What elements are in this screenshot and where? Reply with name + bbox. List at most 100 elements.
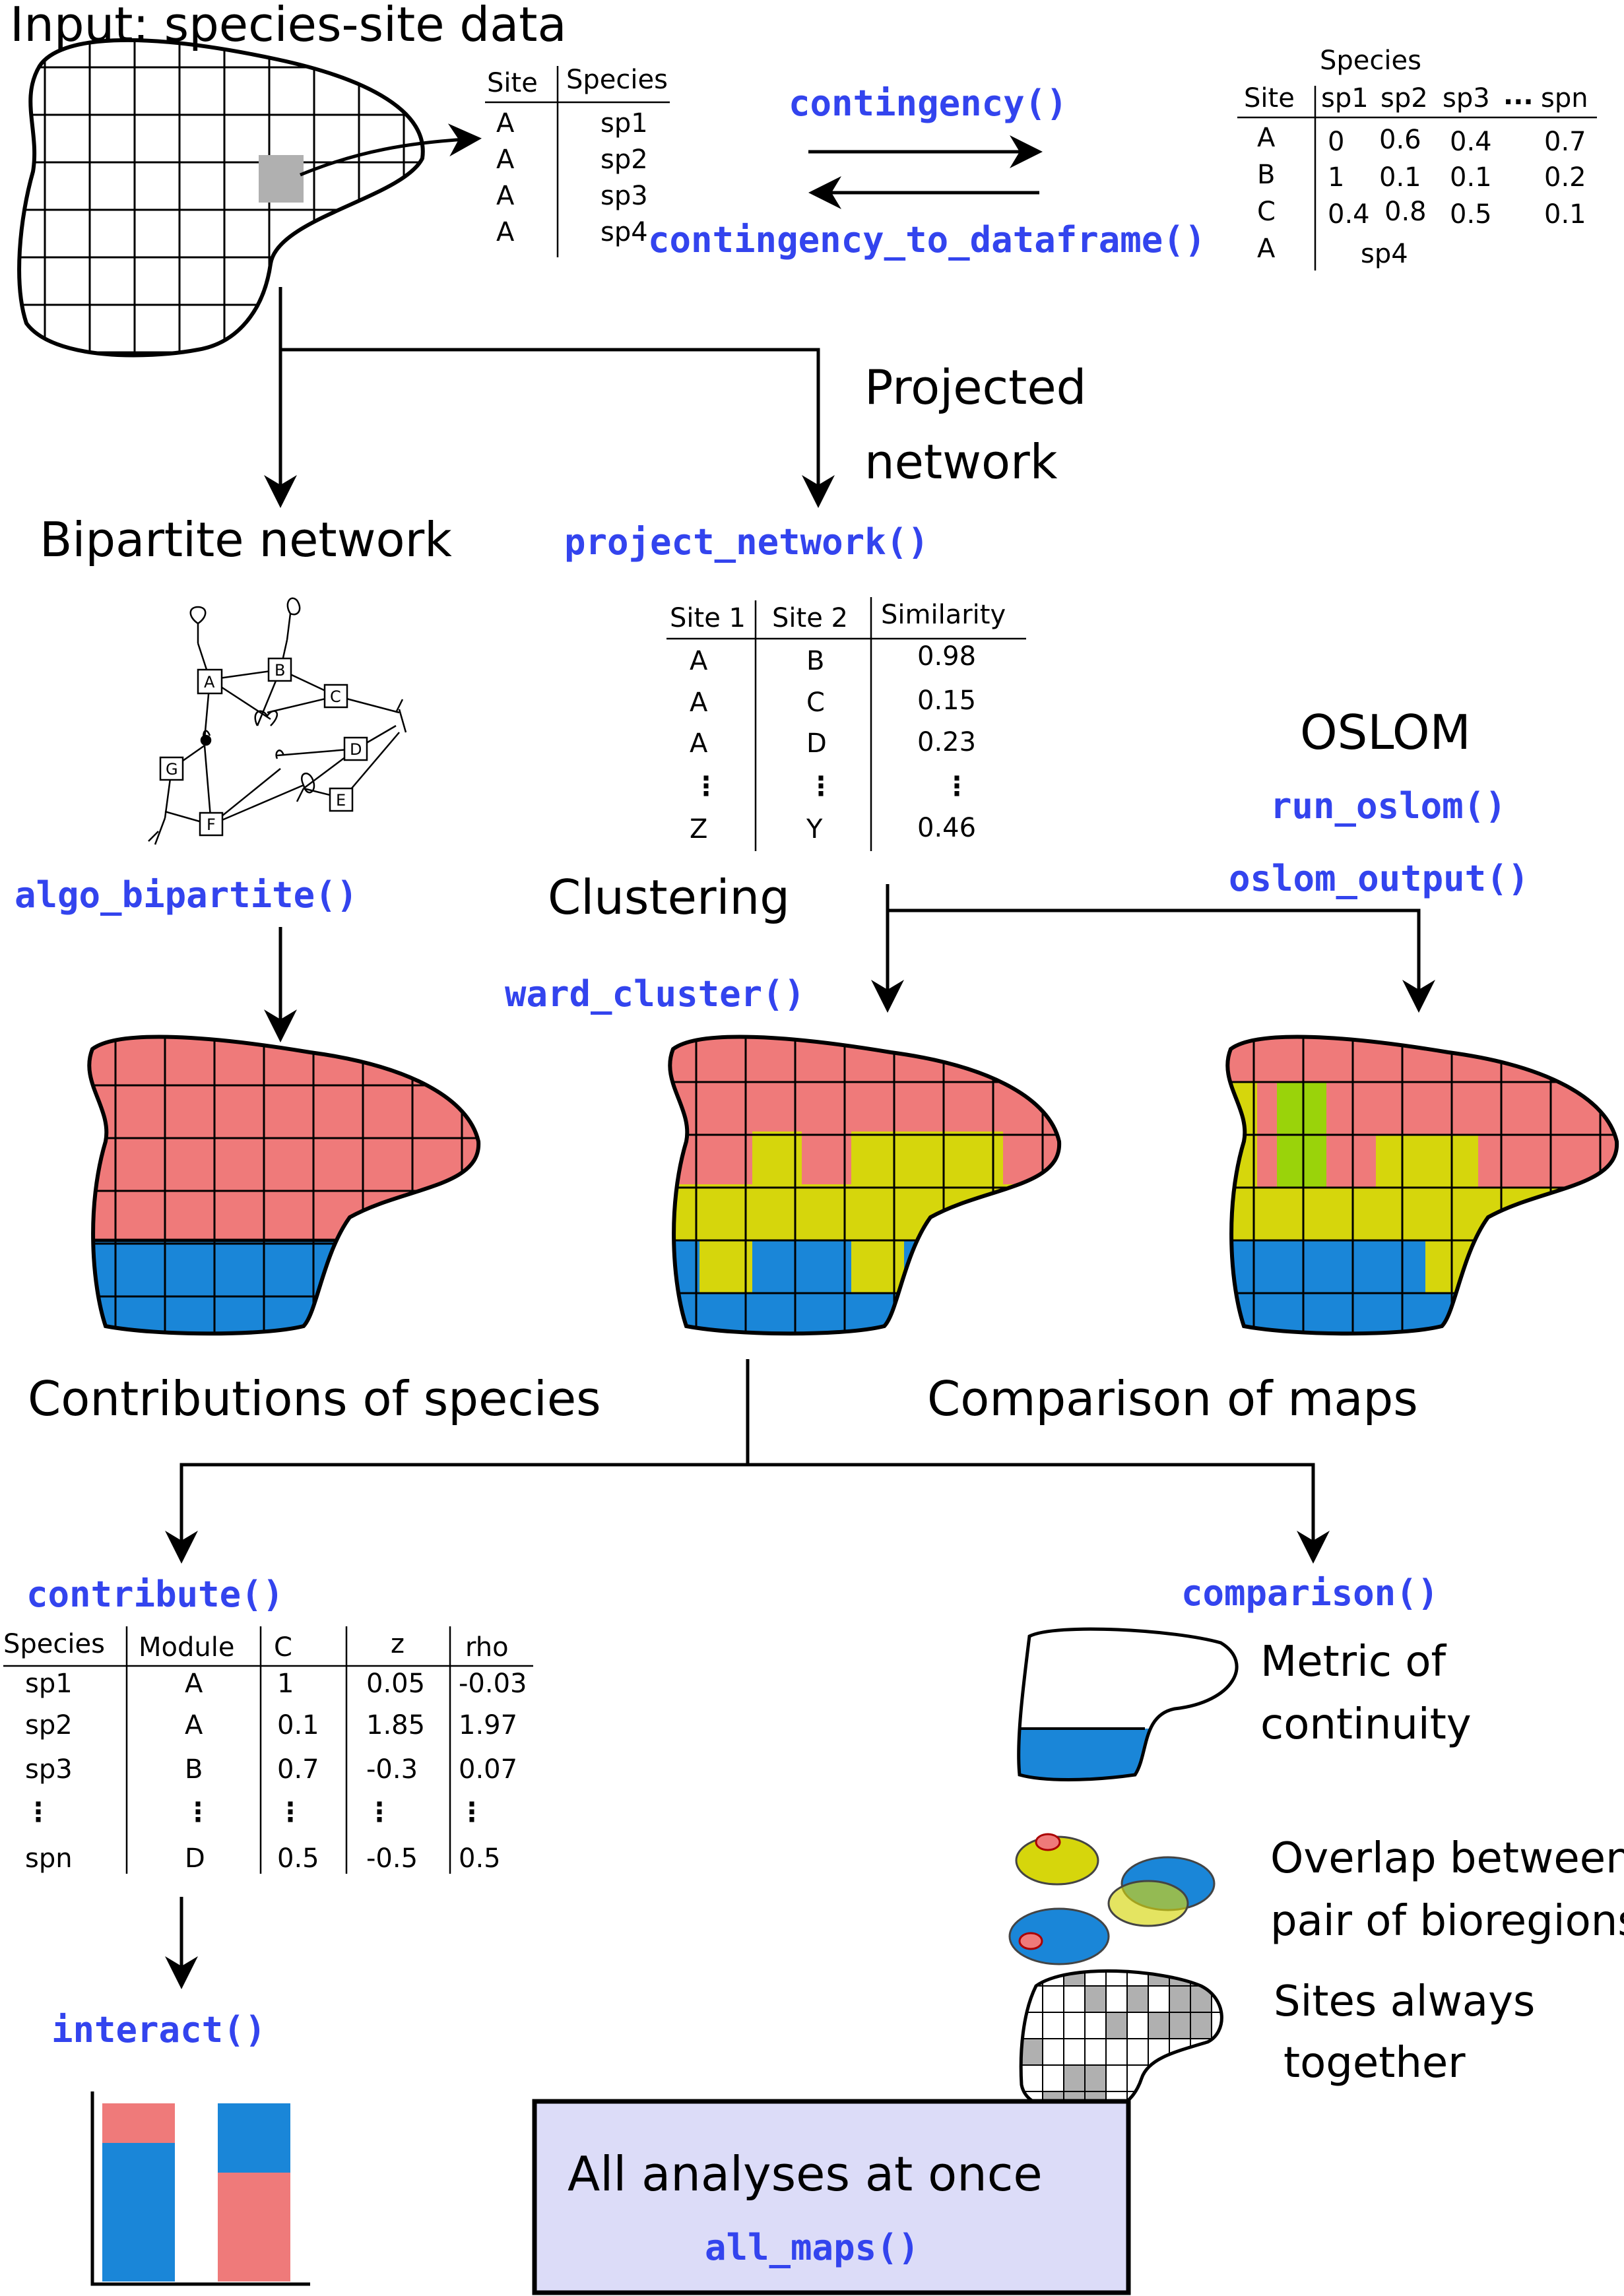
matrix-cell: 0.4 (1328, 199, 1370, 230)
node-label: B (275, 661, 285, 680)
arrow-to-map3 (888, 909, 1435, 1013)
header-species: Species (566, 65, 668, 95)
matrix-cell: 0.2 (1544, 162, 1586, 193)
clustering-title: Clustering (548, 870, 790, 925)
node-label: A (204, 673, 215, 691)
sim-cell: B (806, 646, 824, 676)
input-title: Input: species-site data (10, 0, 567, 52)
algo-bipartite-fn: algo_bipartite() (15, 874, 358, 916)
sim-cell: ⋮ (808, 771, 834, 802)
contrib-cell: A (185, 1710, 203, 1740)
metric-continuity-2: continuity (1260, 1700, 1472, 1749)
table-cell: sp3 (601, 181, 648, 211)
contrib-cell: D (185, 1843, 205, 1874)
bipartite-title: Bipartite network (40, 512, 452, 567)
connector-to-projected (278, 287, 835, 508)
matrix-col-header: sp2 (1380, 83, 1428, 113)
contrib-header: Module (139, 1632, 234, 1663)
table-cell: A (496, 217, 515, 247)
sites-together-2: together (1283, 2039, 1466, 2088)
matrix-cell: 0.1 (1544, 199, 1586, 230)
run-oslom-fn: run_oslom() (1270, 785, 1507, 827)
metric-continuity-1: Metric of (1260, 1638, 1446, 1686)
sim-cell: 0.15 (917, 686, 976, 716)
interact-fn: interact() (51, 2009, 266, 2051)
connector-to-contribute (165, 1463, 748, 1564)
contrib-cell: -0.03 (459, 1669, 527, 1699)
contrib-cell: ⋮ (185, 1797, 211, 1828)
sim-cell: ⋮ (944, 771, 970, 802)
overlap-ellipses-icon (1008, 1833, 1216, 1965)
node-label: E (336, 791, 346, 810)
projected-title-1: Projected (864, 360, 1086, 415)
matrix-cell: 0.6 (1379, 125, 1421, 155)
connector-to-comparison (748, 1463, 1330, 1564)
matrix-cell: sp4 (1361, 239, 1408, 269)
matrix-col-header: spn (1541, 83, 1588, 113)
sim-cell: Y (806, 814, 823, 845)
comparison-fn: comparison() (1181, 1572, 1439, 1614)
sim-header: Similarity (881, 600, 1006, 630)
sim-cell: 0.23 (917, 727, 976, 757)
matrix-cell: 1 (1328, 162, 1344, 193)
contrib-cell: -0.3 (366, 1754, 418, 1785)
bipartite-site-nodes: A B C D E F G (159, 657, 368, 837)
sites-together-map-icon (1019, 1969, 1223, 2113)
matrix-row-site: B (1257, 160, 1275, 190)
contingency-matrix: Species Site sp1 sp2 sp3 ... spn A 0 0.6… (1237, 46, 1597, 271)
matrix-species-header: Species (1320, 46, 1421, 76)
all-maps-box: All analyses at once all_maps() (532, 2099, 1131, 2295)
contrib-cell: A (185, 1669, 203, 1699)
matrix-cell: 0 (1328, 127, 1344, 157)
contrib-cell: sp1 (25, 1669, 73, 1699)
bioregion-map-oslom (1204, 1016, 1624, 1359)
project-network-fn: project_network() (564, 521, 929, 563)
contrib-cell: ⋮ (277, 1797, 304, 1828)
contribute-fn: contribute() (26, 1574, 284, 1615)
matrix-col-header: ... (1503, 80, 1534, 111)
node-label: D (350, 740, 362, 759)
matrix-cell: 0.4 (1450, 127, 1492, 157)
contrib-header: rho (465, 1632, 509, 1663)
contrib-header: z (391, 1629, 405, 1659)
projected-title-2: network (864, 434, 1058, 490)
contrib-cell: 0.7 (277, 1754, 319, 1785)
contrib-cell: B (185, 1754, 203, 1785)
ward-cluster-fn: ward_cluster() (505, 973, 805, 1015)
sim-cell: Z (690, 814, 707, 845)
node-label: C (330, 687, 341, 706)
sim-cell: A (690, 646, 708, 676)
matrix-cell: 0.8 (1384, 197, 1427, 227)
matrix-cell: 0.1 (1379, 162, 1421, 193)
matrix-cell: 0.1 (1450, 162, 1492, 193)
input-grid-map (0, 20, 462, 396)
contrib-cell: 0.05 (366, 1669, 425, 1699)
sim-cell: D (806, 728, 827, 759)
matrix-row-site: A (1257, 234, 1276, 264)
all-maps-fn: all_maps() (705, 2227, 919, 2268)
contrib-cell: ⋮ (366, 1797, 393, 1828)
matrix-cell: 0.5 (1450, 199, 1492, 230)
contributions-title: Contributions of species (28, 1371, 601, 1426)
contrib-cell: 1.97 (459, 1710, 517, 1740)
contrib-cell: 1.85 (366, 1710, 425, 1740)
matrix-row-site: A (1257, 123, 1276, 153)
contrib-cell: 0.1 (277, 1710, 319, 1740)
contrib-header: C (274, 1632, 292, 1663)
overlap-text-1: Overlap between (1270, 1834, 1624, 1883)
table-cell: A (496, 144, 515, 175)
matrix-cell: 0.7 (1544, 127, 1586, 157)
comparison-title: Comparison of maps (927, 1371, 1418, 1426)
similarity-table: Site 1 Site 2 Similarity A B 0.98 A C 0.… (666, 597, 1026, 851)
sim-cell: 0.98 (917, 641, 976, 672)
contrib-cell: 1 (277, 1669, 294, 1699)
sim-cell: A (690, 687, 708, 718)
bioregion-map-ward (647, 1016, 1122, 1359)
sim-header: Site 1 (670, 603, 746, 633)
highlighted-cell (259, 155, 304, 203)
contrib-header: Species (3, 1629, 105, 1659)
contrib-cell: 0.5 (277, 1843, 319, 1874)
matrix-col-header: sp3 (1443, 83, 1490, 113)
